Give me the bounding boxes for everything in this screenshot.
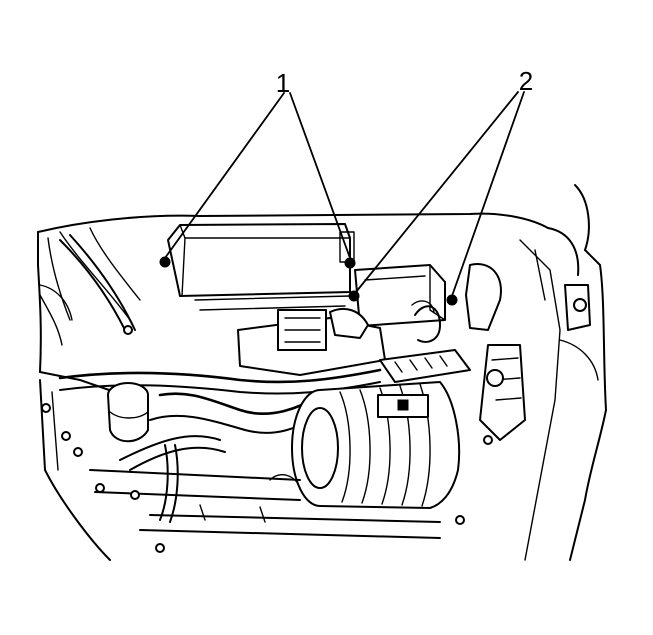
callout-2-label: 2 bbox=[519, 66, 533, 96]
callout-2-leader-a bbox=[355, 91, 519, 293]
fuse-box bbox=[167, 223, 355, 311]
callout-1-leader-b bbox=[289, 92, 351, 259]
callout-1-leader-a bbox=[164, 92, 285, 259]
body-panels bbox=[37, 184, 607, 561]
callout-leaders bbox=[164, 91, 525, 297]
wiring-harness bbox=[58, 234, 441, 523]
callout-1-label: 1 bbox=[276, 68, 290, 98]
mounting-bracket bbox=[465, 263, 599, 441]
connector-block bbox=[237, 307, 386, 376]
cross-member bbox=[89, 469, 441, 539]
canister bbox=[107, 382, 149, 443]
callout-2-leader-b bbox=[451, 91, 525, 297]
fasteners bbox=[41, 256, 493, 553]
relay-housing bbox=[354, 264, 446, 327]
generator bbox=[291, 349, 471, 509]
